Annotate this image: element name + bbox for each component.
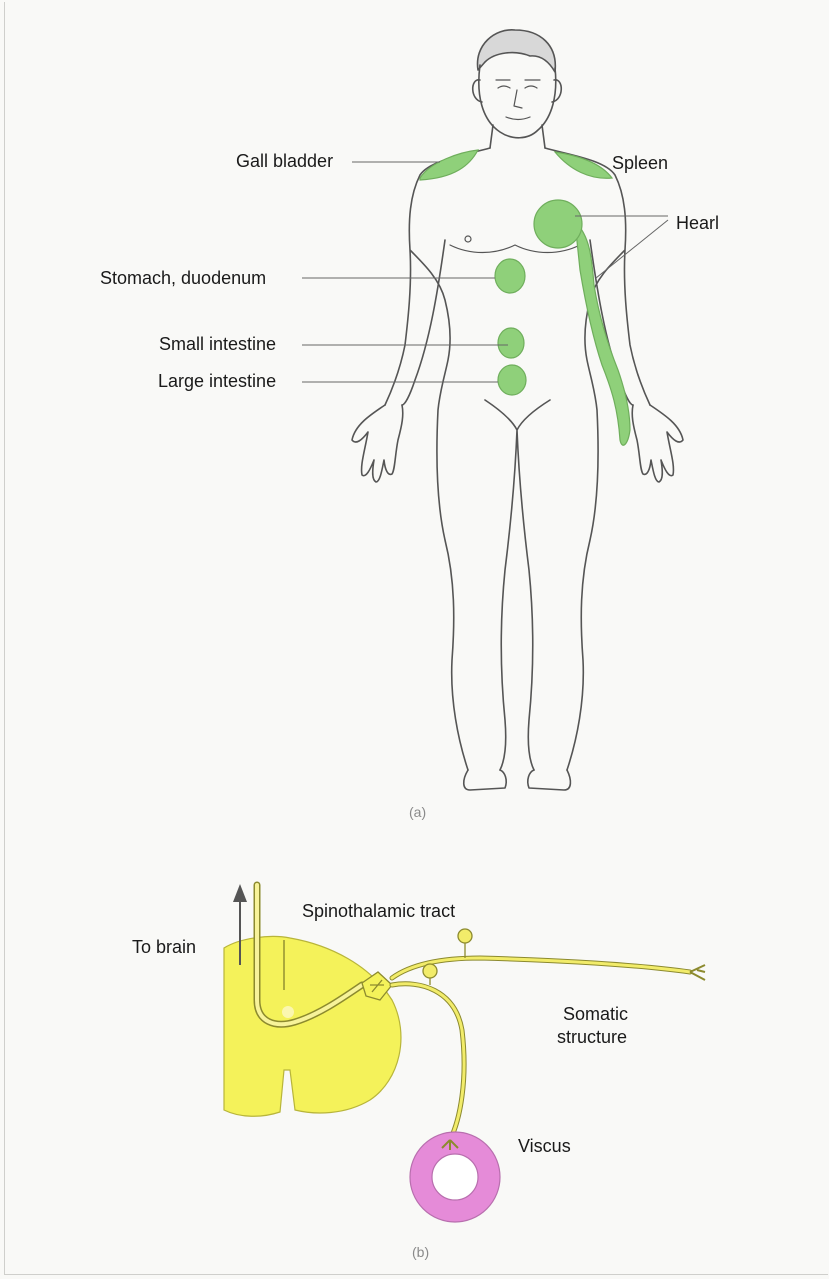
visceral-ganglion [423, 964, 437, 985]
caption-b: (b) [412, 1244, 429, 1260]
somatic-ganglion [458, 929, 472, 958]
label-structure: structure [557, 1027, 627, 1047]
label-viscus: Viscus [518, 1136, 571, 1156]
crossing-point [282, 1006, 294, 1018]
label-spinothalamic-tract: Spinothalamic tract [302, 901, 455, 921]
label-somatic: Somatic [563, 1004, 628, 1024]
label-to-brain: To brain [132, 937, 196, 957]
spinal-cord [224, 936, 401, 1116]
somatic-ending [690, 965, 705, 980]
